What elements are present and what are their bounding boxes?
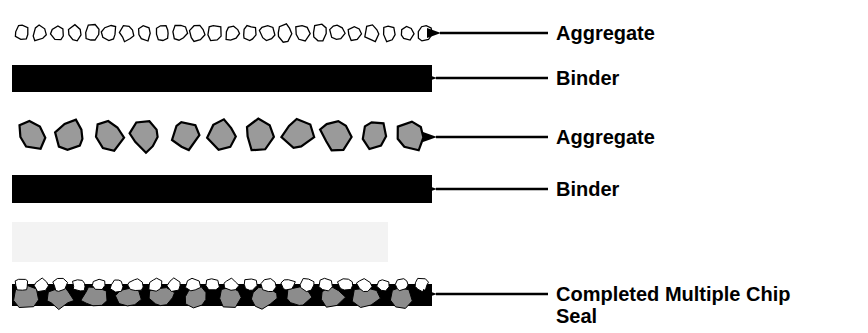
aggregate-stone (401, 26, 414, 40)
aggregate-stone (139, 26, 151, 41)
aggregate-stone (172, 122, 199, 150)
aggregate-stone (338, 279, 353, 290)
aggregate-stone (128, 279, 144, 291)
aggregate-stone (281, 119, 314, 148)
spacer-band (12, 222, 388, 262)
aggregate-stone (33, 25, 46, 41)
aggregate-stone (244, 26, 256, 41)
aggregate-stone (208, 26, 221, 41)
aggregate-stone (314, 24, 327, 41)
aggregate-stone (390, 288, 412, 309)
aggregate-stone (15, 25, 27, 39)
aggregate-stone (330, 25, 345, 39)
aggregate-stone (398, 122, 424, 151)
aggregate-stone (395, 279, 408, 291)
aggregate-stone (281, 280, 295, 290)
aggregate-stone (55, 120, 82, 150)
aggregate-stone (96, 121, 124, 151)
aggregate-stone (226, 26, 239, 40)
aggregate-stone (34, 278, 48, 292)
layer-label: Binder (556, 67, 619, 89)
aggregate-stone (365, 25, 379, 42)
small-aggregate-row (15, 24, 432, 42)
aggregate-stone (206, 279, 220, 290)
aggregate-stone (319, 278, 333, 291)
aggregate-stone (53, 278, 68, 291)
aggregate-stone (20, 121, 46, 149)
aggregate-stone (119, 26, 133, 42)
layer-label: Aggregate (556, 22, 655, 44)
aggregate-stone (51, 26, 64, 40)
completed-seal (12, 278, 432, 310)
layer-label: Binder (556, 178, 619, 200)
binder-layer (12, 65, 432, 92)
aggregate-stone (418, 26, 432, 41)
aggregate-stone (69, 25, 82, 41)
aggregate-stone (190, 25, 206, 41)
aggregate-stone (224, 278, 239, 290)
aggregate-stone (173, 25, 188, 40)
aggregate-stone (244, 279, 257, 290)
aggregate-stone (15, 279, 27, 290)
aggregate-stone (92, 279, 105, 289)
aggregate-stone (101, 26, 115, 41)
aggregate-stone (167, 278, 180, 292)
aggregate-stone (259, 26, 275, 41)
aggregate-stone (300, 279, 314, 292)
aggregate-stone (278, 24, 292, 42)
aggregate-stone (207, 119, 236, 150)
large-aggregate-row (20, 119, 424, 153)
aggregate-stone (185, 278, 200, 291)
aggregate-stone (348, 27, 361, 41)
aggregate-stone (261, 279, 276, 292)
aggregate-stone (384, 26, 396, 42)
aggregate-stone (363, 122, 386, 149)
aggregate-stone (377, 280, 389, 291)
layer-label: Aggregate (556, 126, 655, 148)
aggregate-stone (356, 279, 372, 292)
aggregate-stone (149, 278, 162, 291)
aggregate-stone (86, 25, 99, 41)
aggregate-stone (110, 280, 123, 292)
binder-layer (12, 175, 432, 203)
aggregate-stone (296, 26, 310, 41)
aggregate-stone (73, 280, 86, 291)
layer-label: Completed Multiple Chip Seal (556, 283, 836, 327)
leader-arrows (436, 33, 548, 294)
aggregate-stone (130, 121, 158, 153)
aggregate-stone (247, 119, 274, 151)
aggregate-stone (157, 26, 169, 41)
aggregate-stone (320, 121, 352, 150)
aggregate-stone (415, 278, 428, 291)
